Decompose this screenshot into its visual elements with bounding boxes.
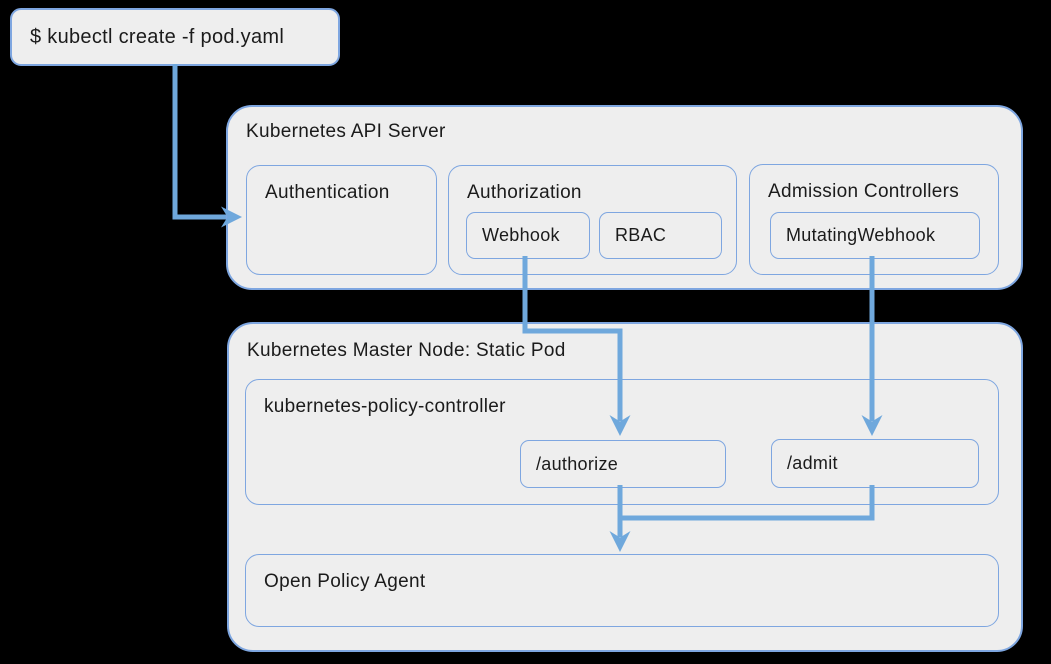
api-server-title: Kubernetes API Server <box>246 121 446 142</box>
policy-controller-box: kubernetes-policy-controller /authorize … <box>245 379 999 505</box>
opa-box: Open Policy Agent <box>245 554 999 627</box>
master-node-title: Kubernetes Master Node: Static Pod <box>247 340 566 361</box>
authorization-box: Authorization Webhook RBAC <box>448 165 737 275</box>
master-node-box: Kubernetes Master Node: Static Pod kuber… <box>227 322 1023 652</box>
admit-endpoint-box: /admit <box>771 439 979 488</box>
admission-controllers-box: Admission Controllers MutatingWebhook <box>749 164 999 275</box>
webhook-label: Webhook <box>482 225 560 245</box>
api-server-box: Kubernetes API Server Authentication Aut… <box>226 105 1023 290</box>
authentication-title: Authentication <box>265 182 390 203</box>
authorization-title: Authorization <box>467 182 582 203</box>
mutating-webhook-box: MutatingWebhook <box>770 212 980 259</box>
opa-title: Open Policy Agent <box>264 571 426 592</box>
mutating-webhook-label: MutatingWebhook <box>786 225 936 245</box>
authorize-endpoint-box: /authorize <box>520 440 726 488</box>
admit-endpoint-label: /admit <box>787 453 838 473</box>
kubectl-command-text: $ kubectl create -f pod.yaml <box>30 25 285 48</box>
kubectl-command-box: $ kubectl create -f pod.yaml <box>10 8 340 66</box>
rbac-box: RBAC <box>599 212 722 259</box>
admission-controllers-title: Admission Controllers <box>768 181 960 202</box>
policy-controller-title: kubernetes-policy-controller <box>264 396 506 417</box>
webhook-box: Webhook <box>466 212 590 259</box>
authorize-endpoint-label: /authorize <box>536 453 619 474</box>
authentication-box: Authentication <box>246 165 437 275</box>
rbac-label: RBAC <box>615 225 667 245</box>
